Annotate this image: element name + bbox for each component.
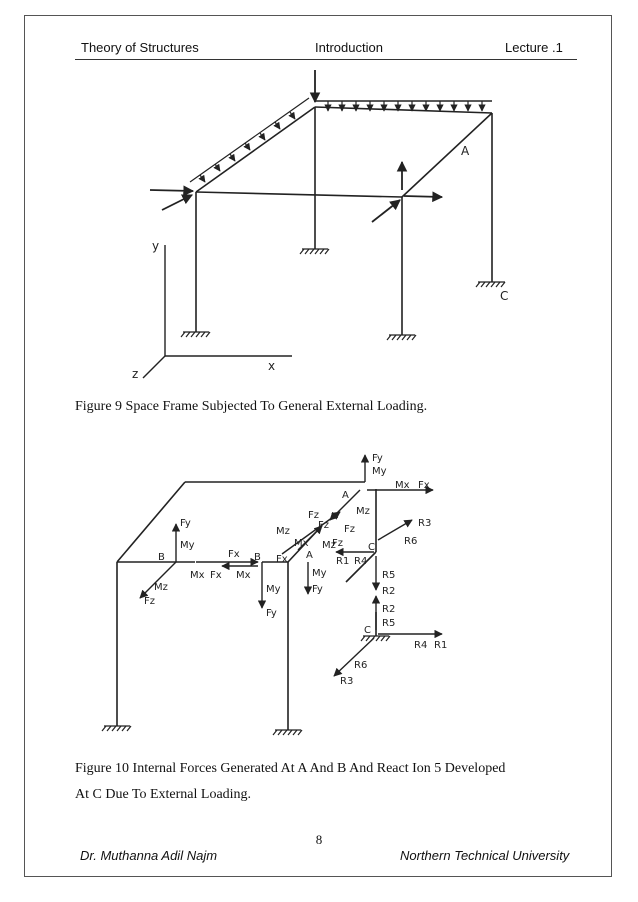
- fig10-label-fx-a: Fx: [276, 554, 288, 565]
- fig10-label-a-top: A: [342, 490, 349, 501]
- fig10-label-r6-top: R6: [404, 536, 417, 547]
- fig10-label-r3-top: R3: [418, 518, 431, 529]
- fig10-label-my-b: My: [180, 540, 195, 551]
- fig10-label-r4-top: R4: [354, 556, 367, 567]
- fig9-point-c-label: C: [500, 289, 508, 303]
- fig9-axis-y-label: y: [152, 239, 159, 253]
- fig10-label-r5-bot: R5: [382, 618, 395, 629]
- fig10-label-mz-a1: Mz: [276, 526, 290, 537]
- fig10-label-fy-a: Fy: [312, 584, 323, 595]
- fig10-label-r1-bot: R1: [434, 640, 447, 651]
- fig10-label-fy-b: Fy: [180, 518, 191, 529]
- figure-10-internal-forces: A Fy My Mx Fx B Fy My Fx Mx Fx Mz Fz B M…: [101, 453, 447, 736]
- fig10-label-r6-bot: R6: [354, 660, 367, 671]
- fig10-label-fx-b2: Fx: [210, 570, 222, 581]
- fig10-label-fz-a2: Fz: [318, 520, 329, 531]
- fig10-label-a-mid: A: [306, 550, 313, 561]
- header-rule: [75, 59, 577, 60]
- fig10-label-b-left: B: [158, 552, 165, 563]
- header-course-title: Theory of Structures: [81, 40, 199, 55]
- fig10-label-r2-top: R2: [382, 586, 395, 597]
- fig10-label-b-mid: B: [254, 552, 261, 563]
- fig10-label-r2-bot: R2: [382, 604, 395, 615]
- fig10-label-r5-top: R5: [382, 570, 395, 581]
- fig10-label-my-a: My: [312, 568, 327, 579]
- fig10-label-fz-a3b: Fz: [332, 538, 343, 549]
- fig10-label-my-b2: My: [266, 584, 281, 595]
- fig10-label-r4-bot: R4: [414, 640, 427, 651]
- fig10-label-r3-bot: R3: [340, 676, 353, 687]
- header-lecture-number: Lecture .1: [505, 40, 563, 55]
- fig10-label-my-top: My: [372, 466, 387, 477]
- figure-9-space-frame: y x z A C: [132, 70, 508, 381]
- fig10-label-fy-b2: Fy: [266, 608, 277, 619]
- fig10-label-fz-a3: Fz: [344, 524, 355, 535]
- page-border: [24, 15, 612, 877]
- fig10-label-mz-a3: Mz: [322, 540, 336, 551]
- figure-9-caption: Figure 9 Space Frame Subjected To Genera…: [75, 399, 428, 414]
- fig10-label-mx-b2: Mx: [236, 570, 251, 581]
- fig10-label-fz-b: Fz: [144, 596, 155, 607]
- fig10-label-mz-a2: Mz: [356, 506, 370, 517]
- footer-institution: Northern Technical University: [400, 848, 570, 863]
- fig9-axis-x-label: x: [268, 359, 275, 373]
- figure-10-caption-line-1: Figure 10 Internal Forces Generated At A…: [75, 761, 506, 776]
- fig10-label-fy-top: Fy: [372, 453, 383, 464]
- fig10-label-mx-b: Mx: [190, 570, 205, 581]
- fig10-label-fz-a1: Fz: [308, 510, 319, 521]
- fig10-label-mx-a: Mx: [294, 538, 309, 549]
- fig9-point-a-label: A: [461, 144, 470, 158]
- fig10-label-mx-top: Mx: [395, 480, 410, 491]
- fig10-label-fx-top: Fx: [418, 480, 430, 491]
- header-section-title: Introduction: [315, 40, 383, 55]
- figure-10-caption-line-2: At C Due To External Loading.: [75, 787, 252, 802]
- footer-author: Dr. Muthanna Adil Najm: [80, 848, 218, 863]
- fig10-label-c-base: C: [364, 625, 371, 636]
- fig9-axis-z-label: z: [132, 367, 138, 381]
- fig10-label-r1-top: R1: [336, 556, 349, 567]
- fig10-label-c-top: C: [368, 542, 375, 553]
- fig10-label-mz-b: Mz: [154, 582, 168, 593]
- page-number: 8: [315, 832, 323, 847]
- fig10-label-fx-b: Fx: [228, 549, 240, 560]
